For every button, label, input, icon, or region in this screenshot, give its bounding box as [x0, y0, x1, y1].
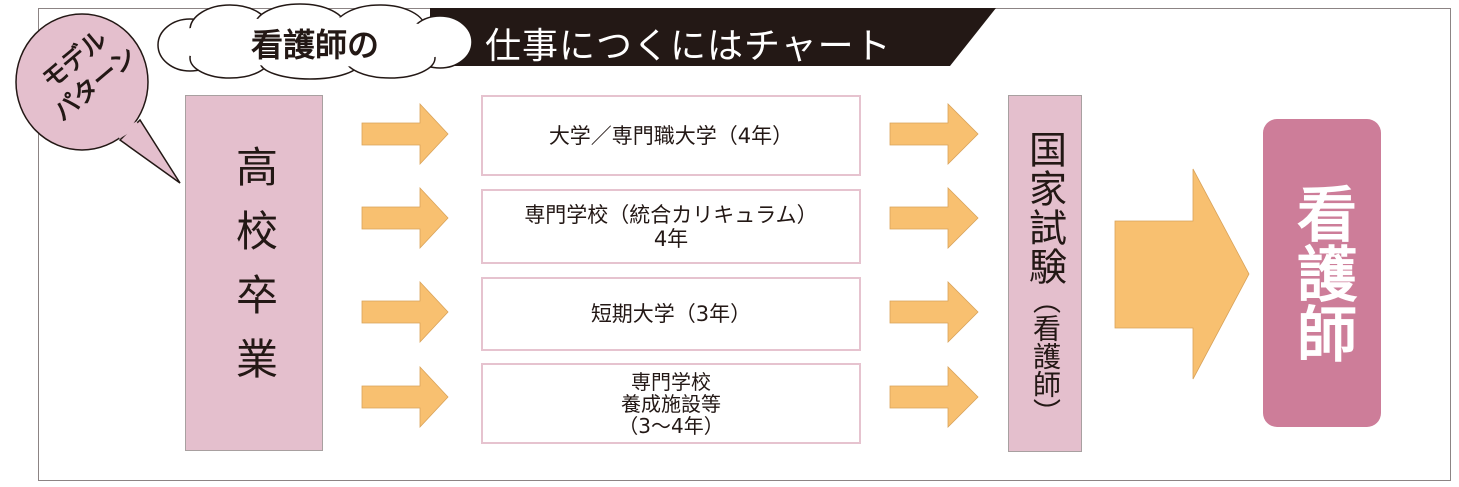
arrow-right-icon	[361, 365, 449, 429]
arrow-right-icon	[361, 280, 449, 344]
arrow-right-icon	[361, 102, 449, 166]
path-vocational-training: 専門学校 養成施設等 （3〜4年）	[481, 363, 861, 444]
arrow-right-icon	[361, 186, 449, 250]
nurse-goal-box: 看護師	[1263, 119, 1381, 427]
path-vocational-integrated: 専門学校（統合カリキュラム） 4年	[481, 189, 861, 264]
arrow-right-icon	[889, 281, 979, 343]
title-banner	[157, 3, 996, 80]
path-junior-college: 短期大学（3年）	[481, 277, 861, 351]
arrow-right-icon	[889, 103, 979, 165]
exam-label: 国家試験	[1022, 130, 1067, 286]
arrow-right-icon	[889, 366, 979, 428]
path-university: 大学／専門職大学（4年）	[481, 95, 861, 176]
national-exam-box: 国家試験 （看護師）	[1008, 95, 1082, 452]
arrow-right-icon	[889, 187, 979, 249]
big-arrow-right-icon	[1114, 168, 1250, 380]
model-pattern-bubble	[15, 13, 181, 184]
title-cloud-text: 看護師の	[250, 26, 379, 64]
title-banner-text: 仕事につくにはチャート	[485, 26, 892, 67]
exam-sub: （看護師）	[1029, 286, 1062, 426]
high-school-graduation-box: 高校卒業	[185, 95, 323, 451]
